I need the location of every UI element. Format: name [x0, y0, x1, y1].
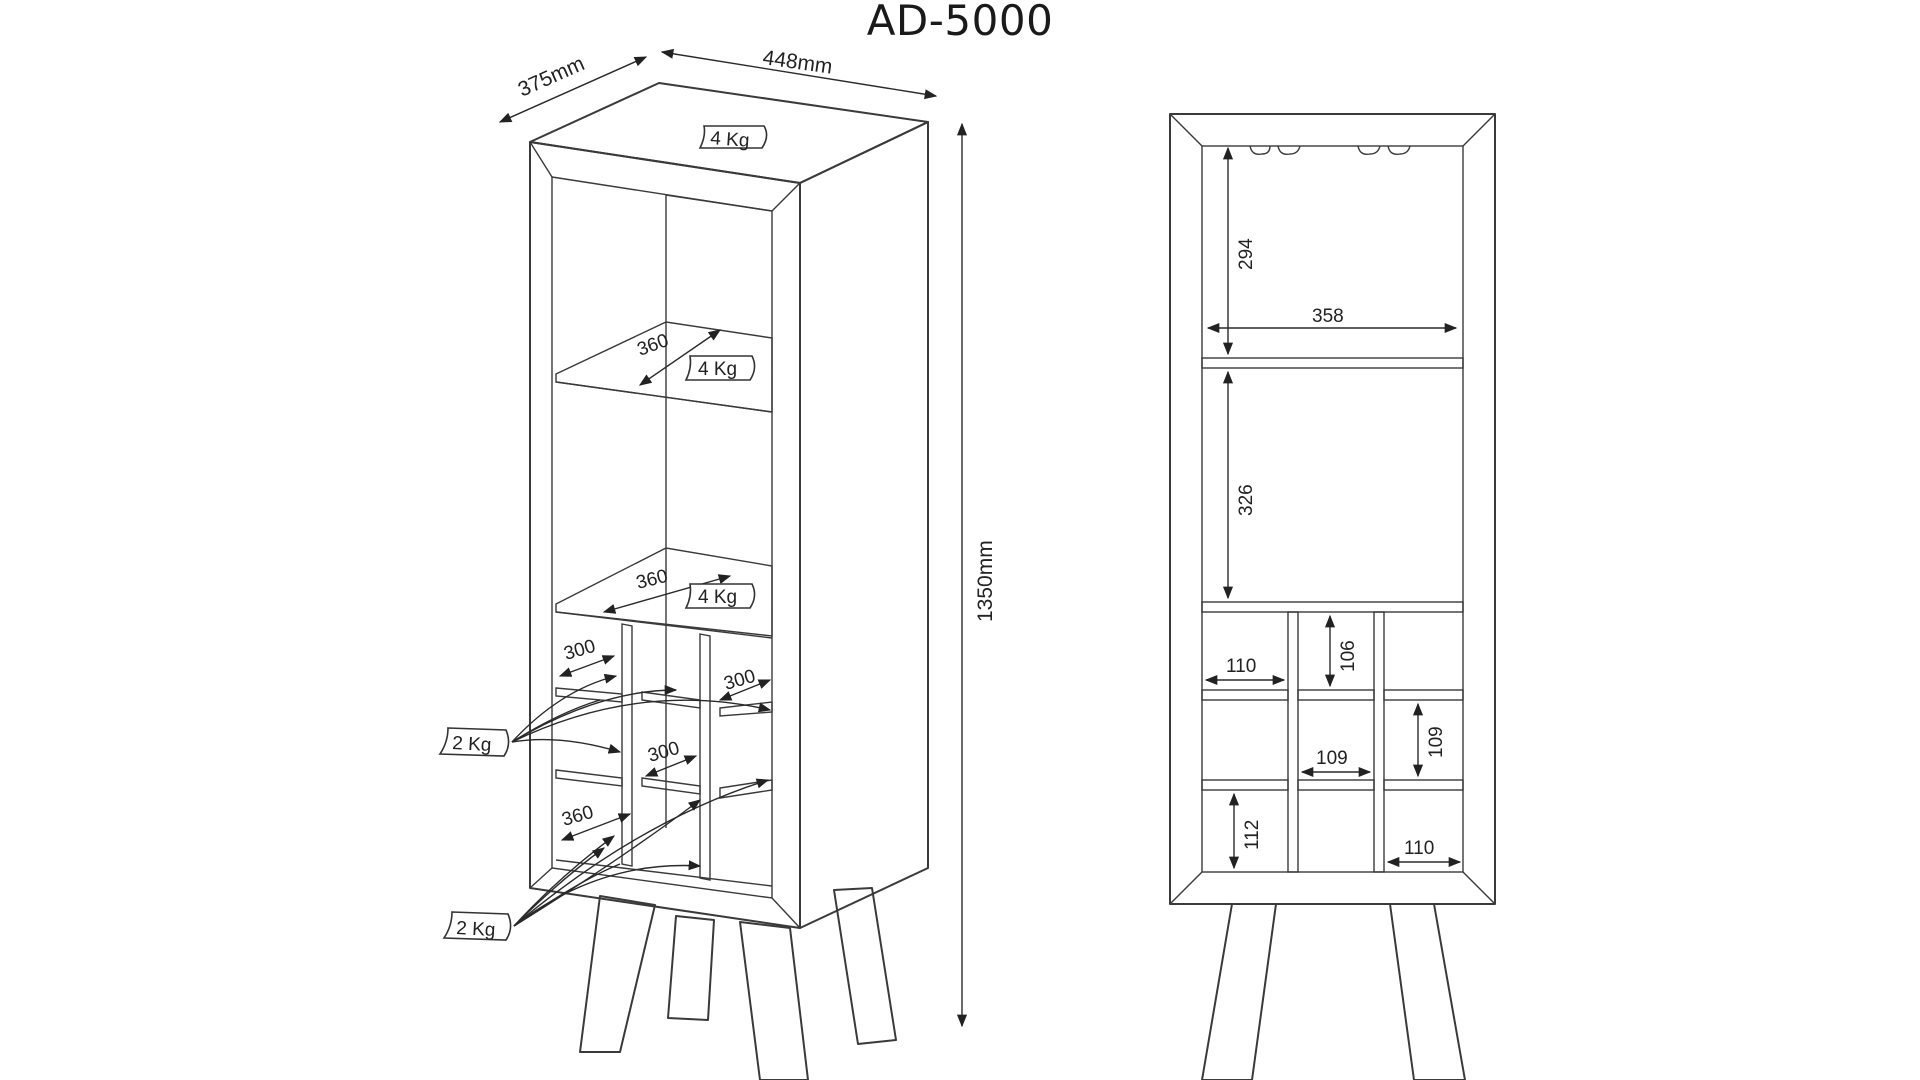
top-load-tag: 4 Kg [698, 125, 768, 152]
upper-shelf-depth-dimension [638, 329, 722, 386]
width-dimension [660, 48, 938, 100]
top-compartment-height-label: 294 [1236, 238, 1257, 270]
front-inner-frame [1201, 145, 1464, 873]
front-niche-shelf [1383, 689, 1464, 701]
middle-compartment-height-label: 326 [1236, 484, 1257, 516]
leg-front-right [739, 921, 809, 1080]
niche-load-tag-lower: 2 Kg [442, 911, 512, 941]
front-view: 294 358 326 110 106 109 109 112 110 [1169, 113, 1496, 1080]
inner-width-label: 358 [1312, 306, 1344, 327]
niche-depth-dimension-a [558, 655, 616, 677]
front-leg-right [1389, 903, 1466, 1080]
niche-shelf [641, 691, 701, 709]
niche-height-middle-label: 109 [1426, 726, 1447, 758]
front-upper-shelf [1201, 357, 1464, 369]
page-title: AD-5000 [866, 0, 1054, 45]
niche-depth-dimension-c [644, 755, 698, 777]
front-niche-shelf [1201, 779, 1289, 791]
middle-shelf-load-tag: 4 Kg [684, 583, 756, 609]
lower-shelf-depth-dimension [560, 813, 632, 841]
front-divider-right [1373, 611, 1385, 873]
niche-depth-dimension-b [718, 679, 772, 701]
middle-shelf-depth-dimension [602, 574, 732, 614]
niche-shelf [719, 701, 773, 717]
front-niche-shelf [1383, 779, 1464, 791]
svg-text:4 Kg: 4 Kg [698, 587, 737, 608]
lower-shelf-depth-label: 360 [560, 802, 596, 831]
niche-depth-label-a: 300 [562, 636, 598, 665]
depth-label: 375mm [515, 52, 588, 101]
front-divider-left [1287, 611, 1299, 873]
front-niche-shelf [1201, 689, 1289, 701]
niche-load-tag-upper: 2 Kg [438, 727, 510, 757]
cabinet-side [799, 121, 929, 929]
perspective-view: 375mm 448mm 1350mm 360 360 360 300 300 3… [438, 46, 997, 1080]
niche-height-bottom-label: 112 [1242, 820, 1263, 850]
niche-height-top-label: 106 [1338, 640, 1359, 672]
niche-shelf [719, 779, 773, 799]
front-niche-shelf [1297, 689, 1375, 701]
load-arrows-lower [513, 778, 770, 927]
niche-divider-right [699, 633, 711, 881]
leg-back-right [833, 887, 897, 1045]
svg-text:4 Kg: 4 Kg [698, 359, 737, 380]
middle-shelf-depth-label: 360 [634, 566, 670, 594]
svg-text:2 Kg: 2 Kg [452, 733, 492, 756]
front-niche-shelf [1297, 779, 1375, 791]
load-arrows-upper [511, 673, 772, 754]
niche-width-right-label: 110 [1404, 838, 1434, 859]
niche-shelf [641, 777, 701, 795]
front-leg-left [1201, 903, 1277, 1080]
front-middle-shelf [1201, 601, 1464, 613]
svg-text:4 Kg: 4 Kg [710, 128, 750, 152]
leg-front-left [579, 895, 656, 1053]
niche-depth-label-c: 300 [646, 738, 682, 767]
svg-text:2 Kg: 2 Kg [456, 918, 496, 941]
niche-divider-left [621, 623, 633, 867]
niche-shelf [555, 687, 623, 703]
height-label: 1350mm [974, 540, 997, 622]
middle-shelf [555, 547, 773, 637]
front-outer-frame [1169, 113, 1496, 905]
niche-width-left-label: 110 [1226, 656, 1256, 677]
niche-shelf [555, 769, 623, 787]
upper-shelf-load-tag: 4 Kg [684, 355, 756, 381]
niche-width-center-label: 109 [1316, 748, 1348, 769]
niche-depth-label-b: 300 [722, 666, 758, 695]
width-label: 448mm [761, 46, 834, 79]
depth-dimension [498, 56, 648, 123]
leg-back-left [667, 915, 715, 1021]
glass-holder-icon [1249, 145, 1411, 156]
